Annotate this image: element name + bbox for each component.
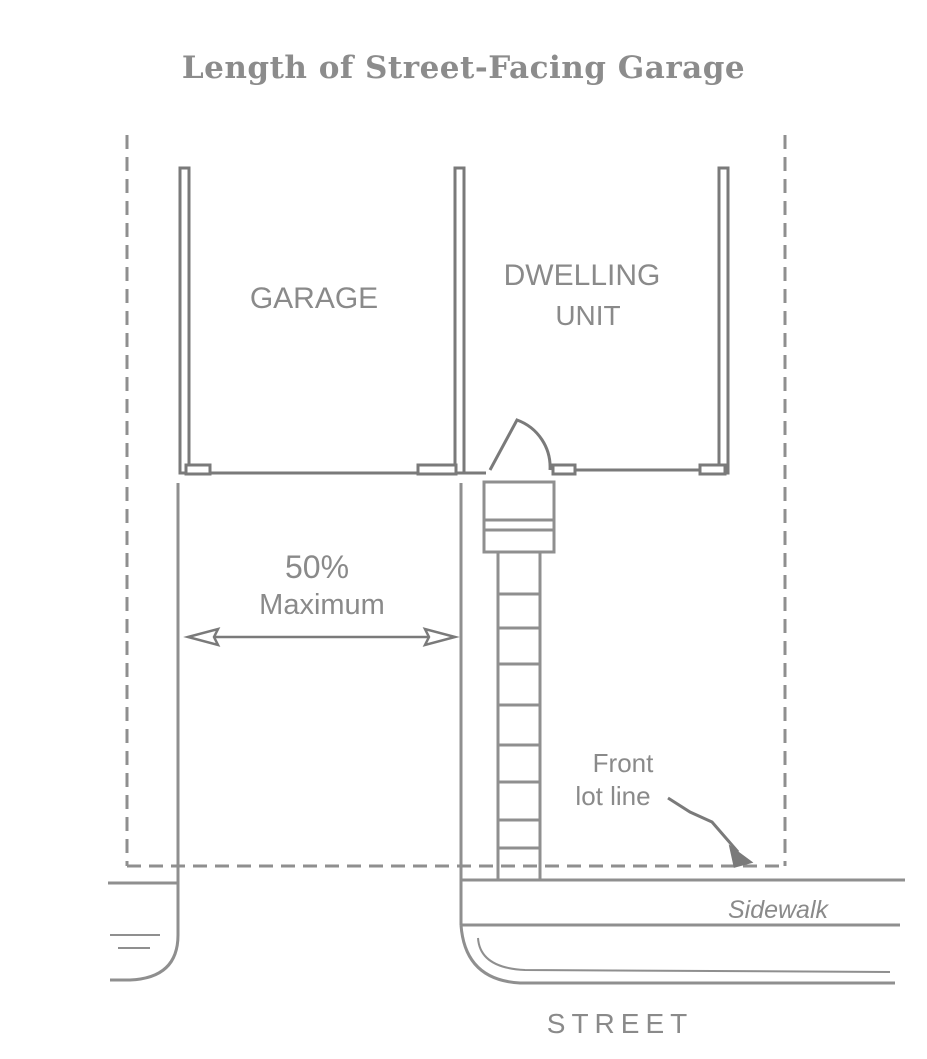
dwelling-label-line1: DWELLING [504,259,661,292]
front-label-line2: lot line [575,781,650,811]
dwelling-right-wall [717,166,730,475]
arrowhead-right-icon [422,627,460,647]
front-label-line1: Front [593,748,654,778]
sidewalk-street [108,878,905,985]
leader-arrow-icon [728,844,754,868]
door-arc [488,418,552,471]
dwelling-corner [698,463,727,476]
garage-door-jamb-left [184,463,212,476]
sidewalk-label: Sidewalk [728,896,830,924]
curb-inner-right [477,937,891,973]
party-wall [453,166,466,475]
lot-boundary [125,135,787,868]
driveway-apron-left [110,883,180,982]
garage-label: GARAGE [250,282,378,315]
garage-left-wall [178,166,191,475]
diagram-title: Length of Street-Facing Garage [181,50,746,86]
driveway [176,483,463,925]
leader-line [667,796,740,853]
front-lot-line-leader [667,796,754,868]
dimension-arrow [183,627,460,647]
door-swing [488,418,552,471]
garage-door-jamb-right [416,463,458,476]
arrowhead-left-icon [183,627,221,647]
entry-stoop [482,480,556,554]
front-walls [180,463,728,476]
building-walls [178,166,730,475]
dwelling-jamb-right [551,463,577,476]
dwelling-label-line2: UNIT [555,300,620,331]
driveway-apron-right [459,924,895,985]
walkway [482,480,556,880]
percent-label: 50% [285,549,349,585]
maximum-label: Maximum [259,589,385,621]
street-label: STREET [547,1008,693,1039]
